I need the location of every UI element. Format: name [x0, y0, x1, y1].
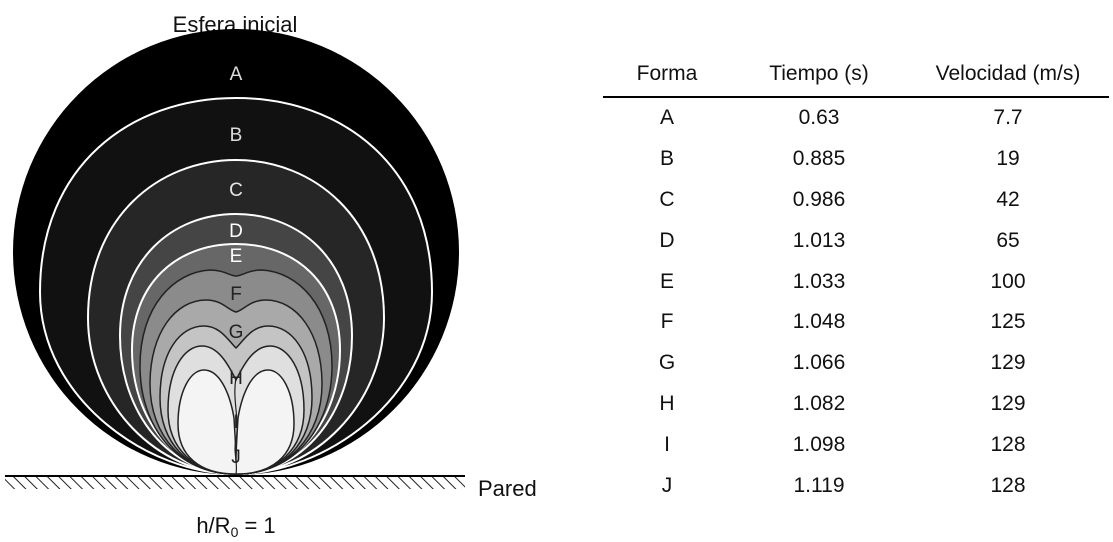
table-row: G 1.066 129 — [603, 343, 1109, 384]
column-header-forma: Forma — [603, 54, 731, 98]
table-row: I 1.098 128 — [603, 424, 1109, 465]
cell-forma: A — [659, 106, 674, 130]
cell-tiempo: 1.066 — [792, 351, 846, 375]
table-row: A 0.63 7.7 — [603, 97, 1109, 139]
cell-forma: B — [659, 147, 674, 171]
shape-label-h: H — [229, 368, 243, 389]
cell-forma: E — [659, 269, 674, 293]
cell-forma: J — [661, 473, 673, 497]
height-ratio-label: h/R0 = 1 — [150, 513, 322, 540]
wall-label: Pared — [478, 476, 537, 501]
cell-forma: G — [658, 351, 676, 375]
shape-label-a: A — [230, 64, 243, 85]
table-row: C 0.986 42 — [603, 180, 1109, 221]
column-header-velocidad: Velocidad (m/s) — [907, 54, 1109, 98]
table-row: J 1.119 128 — [603, 465, 1109, 506]
table-row: H 1.082 129 — [603, 384, 1109, 425]
cell-forma: I — [664, 432, 670, 456]
cell-velocidad: 19 — [996, 147, 1020, 171]
table-row: D 1.013 65 — [603, 220, 1109, 261]
jet-stem — [234, 377, 238, 475]
cell-tiempo: 1.033 — [792, 269, 846, 293]
cell-velocidad: 7.7 — [993, 106, 1023, 130]
cell-tiempo: 0.63 — [798, 106, 840, 130]
wall-hatching — [5, 476, 465, 489]
table-row: B 0.885 19 — [603, 139, 1109, 180]
cell-forma: F — [660, 310, 674, 334]
ratio-subscript: 0 — [230, 524, 239, 540]
table-row: E 1.033 100 — [603, 261, 1109, 302]
cell-velocidad: 128 — [990, 432, 1026, 456]
cell-velocidad: 129 — [990, 351, 1026, 375]
cell-tiempo: 1.119 — [793, 473, 845, 497]
column-header-tiempo: Tiempo (s) — [731, 54, 907, 98]
cell-velocidad: 129 — [990, 391, 1026, 415]
cell-velocidad: 100 — [990, 269, 1026, 293]
bubble-collapse-diagram: Esfera inicial A B — [5, 12, 537, 540]
ratio-suffix: = 1 — [238, 513, 276, 538]
shape-label-j: J — [231, 447, 241, 468]
shape-label-g: G — [229, 322, 244, 343]
shape-data-table-container: Forma Tiempo (s) Velocidad (m/s) A 0.63 … — [603, 54, 1113, 506]
shape-label-b: B — [230, 125, 243, 146]
cell-forma: D — [659, 228, 675, 252]
cell-tiempo: 0.885 — [792, 147, 846, 171]
cell-tiempo: 1.048 — [792, 310, 846, 334]
cell-velocidad: 125 — [990, 310, 1026, 334]
shape-label-e: E — [230, 246, 243, 267]
cell-velocidad: 65 — [996, 228, 1020, 252]
table-row: F 1.048 125 — [603, 302, 1109, 343]
cell-tiempo: 0.986 — [792, 187, 846, 211]
shape-label-i: I — [233, 412, 238, 433]
table-header-row: Forma Tiempo (s) Velocidad (m/s) — [603, 54, 1109, 98]
shape-label-d: D — [229, 221, 243, 242]
cell-forma: H — [659, 391, 675, 415]
collapse-shapes-svg: A B C D E F G H I J — [5, 29, 465, 489]
shape-data-table: Forma Tiempo (s) Velocidad (m/s) A 0.63 … — [603, 54, 1109, 506]
ratio-prefix: h/R — [196, 513, 231, 538]
cell-velocidad: 42 — [996, 187, 1020, 211]
cell-forma: C — [659, 187, 675, 211]
cell-velocidad: 128 — [990, 473, 1026, 497]
cell-tiempo: 1.082 — [792, 391, 846, 415]
shape-label-f: F — [230, 284, 242, 305]
shape-label-c: C — [229, 180, 243, 201]
cell-tiempo: 1.013 — [792, 228, 846, 252]
cell-tiempo: 1.098 — [792, 432, 846, 456]
